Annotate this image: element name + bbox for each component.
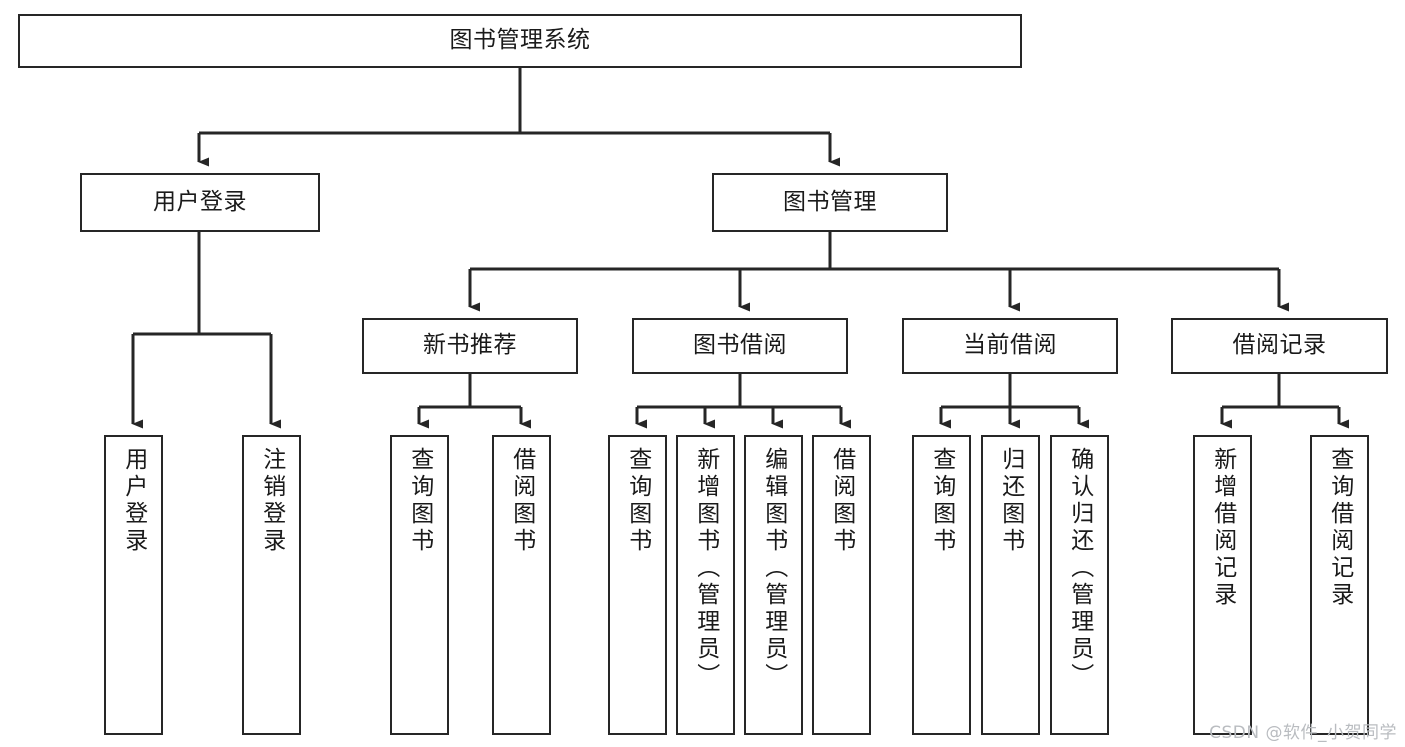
node-label: 新增图书（管理员） — [692, 447, 719, 690]
node-book-management[interactable]: 图书管理 — [712, 173, 948, 232]
node-root-book-management-system[interactable]: 图书管理系统 — [18, 14, 1022, 68]
leaf-borrow-edit-book-admin[interactable]: 编辑图书（管理员） — [744, 435, 803, 735]
node-borrowing-records[interactable]: 借阅记录 — [1171, 318, 1388, 374]
node-user-login[interactable]: 用户登录 — [80, 173, 320, 232]
node-label: 新书推荐 — [423, 332, 517, 359]
node-label: 查询借阅记录 — [1326, 447, 1353, 609]
node-label: 查询图书 — [406, 447, 433, 555]
leaf-user-login-login[interactable]: 用户登录 — [104, 435, 163, 735]
node-new-book-recommendation[interactable]: 新书推荐 — [362, 318, 578, 374]
node-current-borrowing[interactable]: 当前借阅 — [902, 318, 1118, 374]
leaf-borrow-query-books[interactable]: 查询图书 — [608, 435, 667, 735]
node-label: 图书管理 — [783, 188, 877, 215]
leaf-borrow-borrow-books[interactable]: 借阅图书 — [812, 435, 871, 735]
leaf-new-book-borrow-books[interactable]: 借阅图书 — [492, 435, 551, 735]
leaf-borrow-add-book-admin[interactable]: 新增图书（管理员） — [676, 435, 735, 735]
node-label: 图书管理系统 — [449, 27, 591, 54]
leaf-user-login-logout[interactable]: 注销登录 — [242, 435, 301, 735]
node-label: 当前借阅 — [963, 332, 1057, 359]
node-label: 借阅记录 — [1232, 332, 1327, 359]
node-label: 注销登录 — [258, 447, 285, 555]
node-label: 归还图书 — [997, 447, 1024, 555]
node-label: 查询图书 — [928, 447, 955, 555]
leaf-current-confirm-return-admin[interactable]: 确认归还（管理员） — [1050, 435, 1109, 735]
node-book-borrowing[interactable]: 图书借阅 — [632, 318, 848, 374]
node-label: 用户登录 — [120, 447, 147, 555]
node-label: 用户登录 — [153, 188, 247, 215]
node-label: 确认归还（管理员） — [1066, 447, 1093, 690]
node-label: 编辑图书（管理员） — [760, 447, 787, 690]
node-label: 图书借阅 — [693, 332, 787, 359]
leaf-current-return-books[interactable]: 归还图书 — [981, 435, 1040, 735]
leaf-new-book-query-books[interactable]: 查询图书 — [390, 435, 449, 735]
node-label: 新增借阅记录 — [1209, 447, 1236, 609]
leaf-record-query-borrow-record[interactable]: 查询借阅记录 — [1310, 435, 1369, 735]
node-label: 借阅图书 — [828, 447, 855, 555]
node-label: 查询图书 — [624, 447, 651, 555]
leaf-record-add-borrow-record[interactable]: 新增借阅记录 — [1193, 435, 1252, 735]
node-label: 借阅图书 — [508, 447, 535, 555]
leaf-current-query-books[interactable]: 查询图书 — [912, 435, 971, 735]
